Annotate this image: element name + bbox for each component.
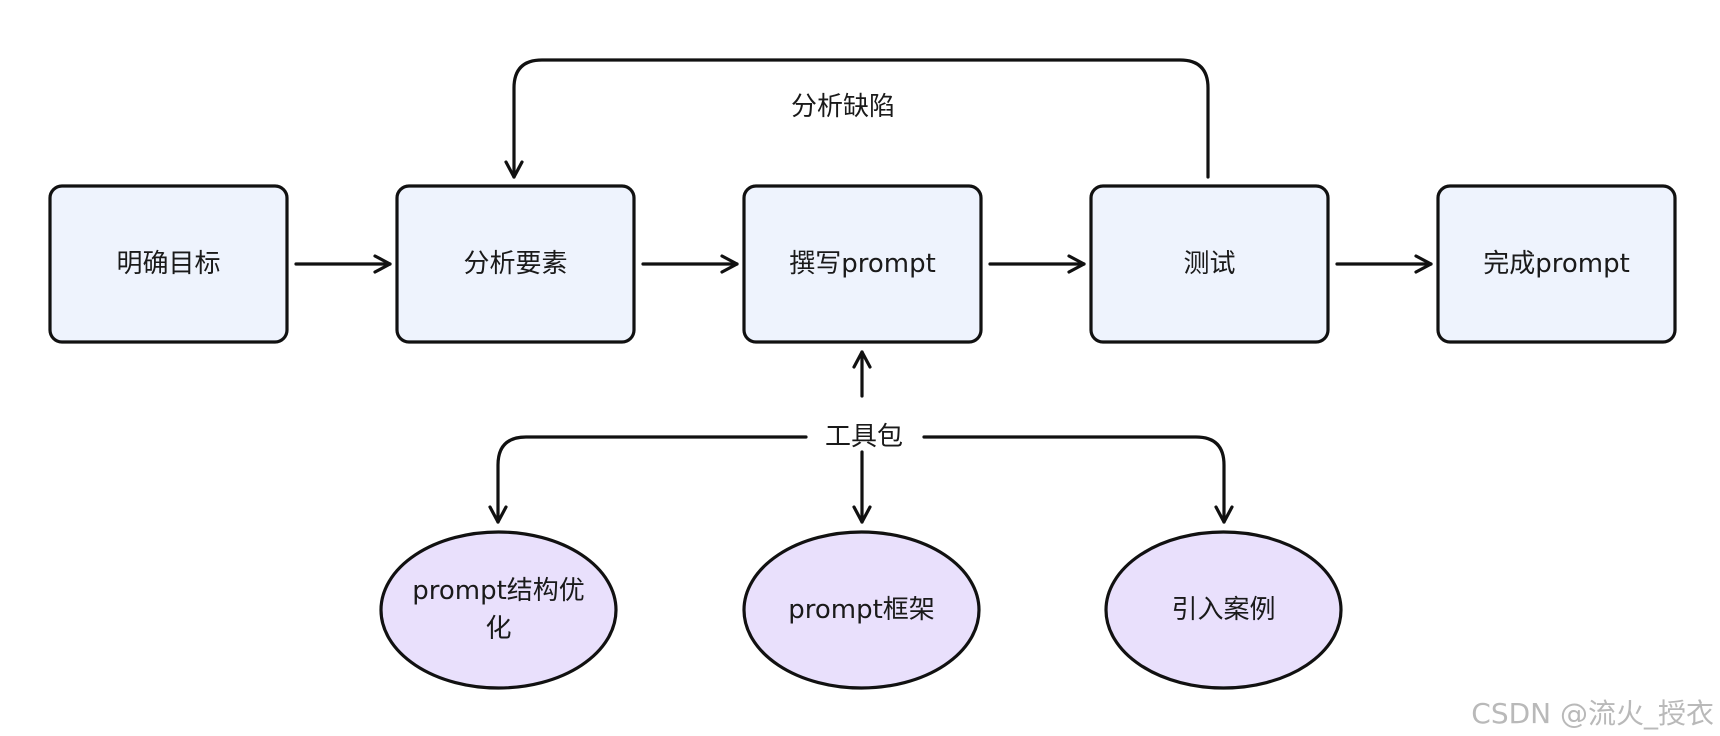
tool-label: 化 [485, 614, 511, 644]
tool-cases: 引入案例 [1104, 530, 1343, 690]
feedback-label: 分析缺陷 [791, 92, 895, 122]
step-label: 分析要素 [463, 249, 567, 279]
step-label: 撰写prompt [789, 249, 936, 279]
feedback-loop-arrow [504, 58, 1210, 179]
step-box [1436, 184, 1677, 344]
step-label: 明确目标 [116, 249, 220, 279]
tool-label: 引入案例 [1171, 595, 1275, 625]
tool-label: prompt结构优 [412, 576, 585, 606]
toolkit-label: 工具包 [825, 422, 903, 452]
step-box [48, 184, 289, 344]
watermark: CSDN @流火_授衣 [1471, 697, 1714, 730]
tool-shape [379, 530, 618, 690]
step-label: 完成prompt [1483, 249, 1630, 279]
step-box [742, 184, 983, 344]
arrow-toolkit-to-structure [488, 435, 808, 524]
step-box [395, 184, 636, 344]
step-done: 完成prompt [1436, 184, 1677, 344]
tool-label: prompt框架 [788, 595, 935, 625]
process-steps: 明确目标 分析要素 撰写prompt 测试 完成prompt [48, 184, 1677, 344]
tool-shape [742, 530, 981, 690]
step-write: 撰写prompt [742, 184, 983, 344]
tool-shape [1104, 530, 1343, 690]
step-box [1089, 184, 1330, 344]
step-goal: 明确目标 [48, 184, 289, 344]
step-elements: 分析要素 [395, 184, 636, 344]
tool-framework: prompt框架 [742, 530, 981, 690]
step-label: 测试 [1183, 249, 1235, 279]
step-test: 测试 [1089, 184, 1330, 344]
arrow-toolkit-to-cases [922, 435, 1234, 524]
